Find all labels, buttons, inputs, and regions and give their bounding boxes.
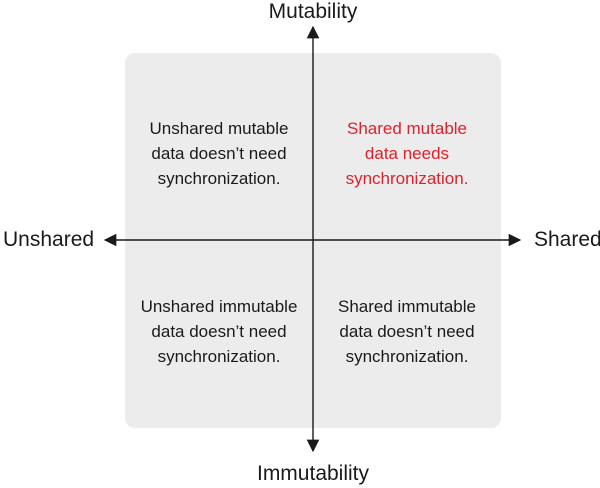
- quadrant-text-line: Shared immutable: [338, 297, 476, 316]
- quadrant-text-line: Shared mutable: [346, 119, 468, 138]
- quadrant-text-line: synchronization.: [345, 169, 469, 188]
- quadrant-text-line: data doesn’t need: [151, 322, 287, 341]
- axis-label-immutability: Immutability: [256, 462, 370, 485]
- quadrant-text-line: data needs: [364, 144, 450, 163]
- axis-label-mutability: Mutability: [268, 0, 358, 23]
- axis-label-shared: Shared: [534, 228, 600, 251]
- quadrant-text-line: synchronization.: [157, 347, 281, 366]
- quadrant-shared-mutable: Shared mutable data needs synchronizatio…: [312, 116, 502, 191]
- quadrant-text-line: data doesn’t need: [151, 144, 287, 163]
- quadrant-text-line: data doesn’t need: [339, 322, 475, 341]
- axis-label-unshared: Unshared: [3, 228, 95, 251]
- quadrant-text-line: synchronization.: [157, 169, 281, 188]
- quadrant-text-line: Unshared mutable: [149, 119, 289, 138]
- quadrant-unshared-immutable: Unshared immutable data doesn’t need syn…: [124, 294, 314, 369]
- quadrant-text-line: synchronization.: [345, 347, 469, 366]
- quadrant-shared-immutable: Shared immutable data doesn’t need synch…: [312, 294, 502, 369]
- quadrant-unshared-mutable: Unshared mutable data doesn’t need synch…: [124, 116, 314, 191]
- quadrant-text-line: Unshared immutable: [140, 297, 298, 316]
